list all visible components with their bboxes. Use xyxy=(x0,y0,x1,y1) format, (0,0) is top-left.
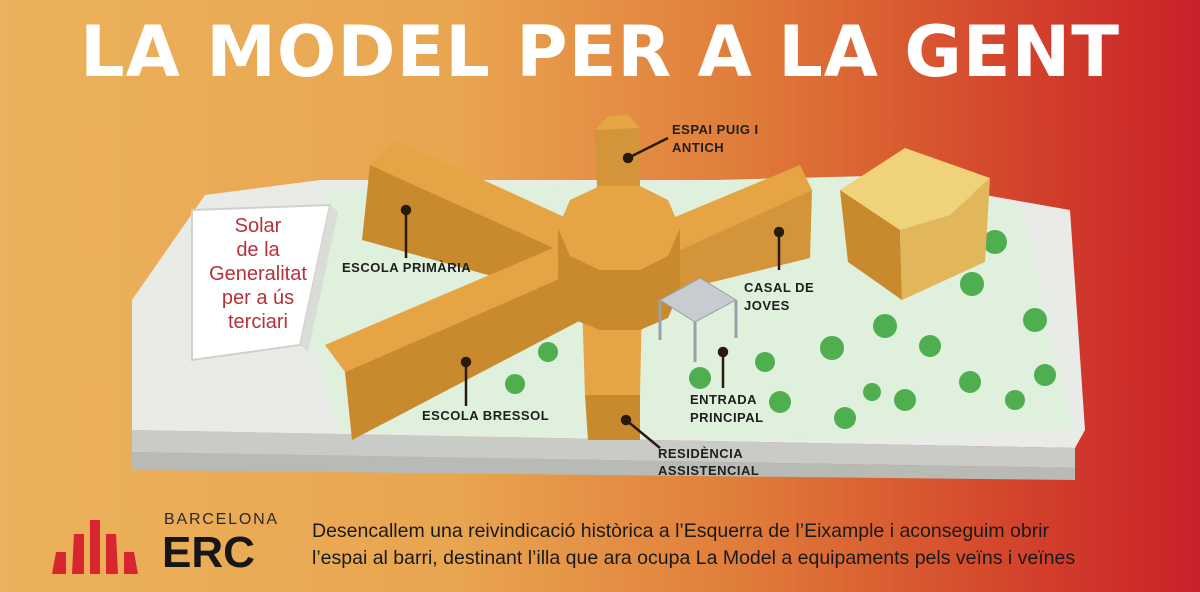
label-escola-primaria: ESCOLA PRIMÀRIA xyxy=(342,260,471,275)
label-escola-bressol: ESCOLA BRESSOL xyxy=(422,408,549,423)
solar-line-5: terciari xyxy=(228,311,288,333)
solar-line-2: de la xyxy=(236,239,280,261)
labels: ESPAI PUIG I ANTICH ESCOLA PRIMÀRIA CASA… xyxy=(342,122,814,478)
label-espai-1: ESPAI PUIG I xyxy=(672,122,759,137)
solar-plot: Solar de la Generalitat per a ús terciar… xyxy=(191,203,338,362)
solar-line-4: per a ús xyxy=(222,287,294,309)
label-entrada-1: ENTRADA xyxy=(690,392,757,407)
solar-line-3: Generalitat xyxy=(209,263,307,285)
label-residencia-2: ASSISTENCIAL xyxy=(658,463,759,478)
label-casal-1: CASAL DE xyxy=(744,280,814,295)
label-espai-2: ANTICH xyxy=(672,140,724,155)
label-casal-2: JOVES xyxy=(744,298,790,313)
label-leaders xyxy=(400,136,785,449)
caption-line-2: l’espai al barri, destinant l’illa que a… xyxy=(312,547,1076,569)
caption-line-1: Desencallem una reivindicació històrica … xyxy=(312,520,1050,542)
label-entrada-2: PRINCIPAL xyxy=(690,410,764,425)
logo-city: BARCELONA xyxy=(164,511,279,528)
solar-line-1: Solar xyxy=(235,215,282,237)
trees xyxy=(505,230,1056,429)
logo-name: ERC xyxy=(162,528,255,577)
caption: Desencallem una reivindicació històrica … xyxy=(312,518,1182,572)
label-residencia-1: RESIDÈNCIA xyxy=(658,446,743,461)
headline: LA MODEL PER A LA GENT xyxy=(80,11,1120,93)
erc-logo-icon xyxy=(52,520,138,574)
prison-building xyxy=(325,115,990,440)
